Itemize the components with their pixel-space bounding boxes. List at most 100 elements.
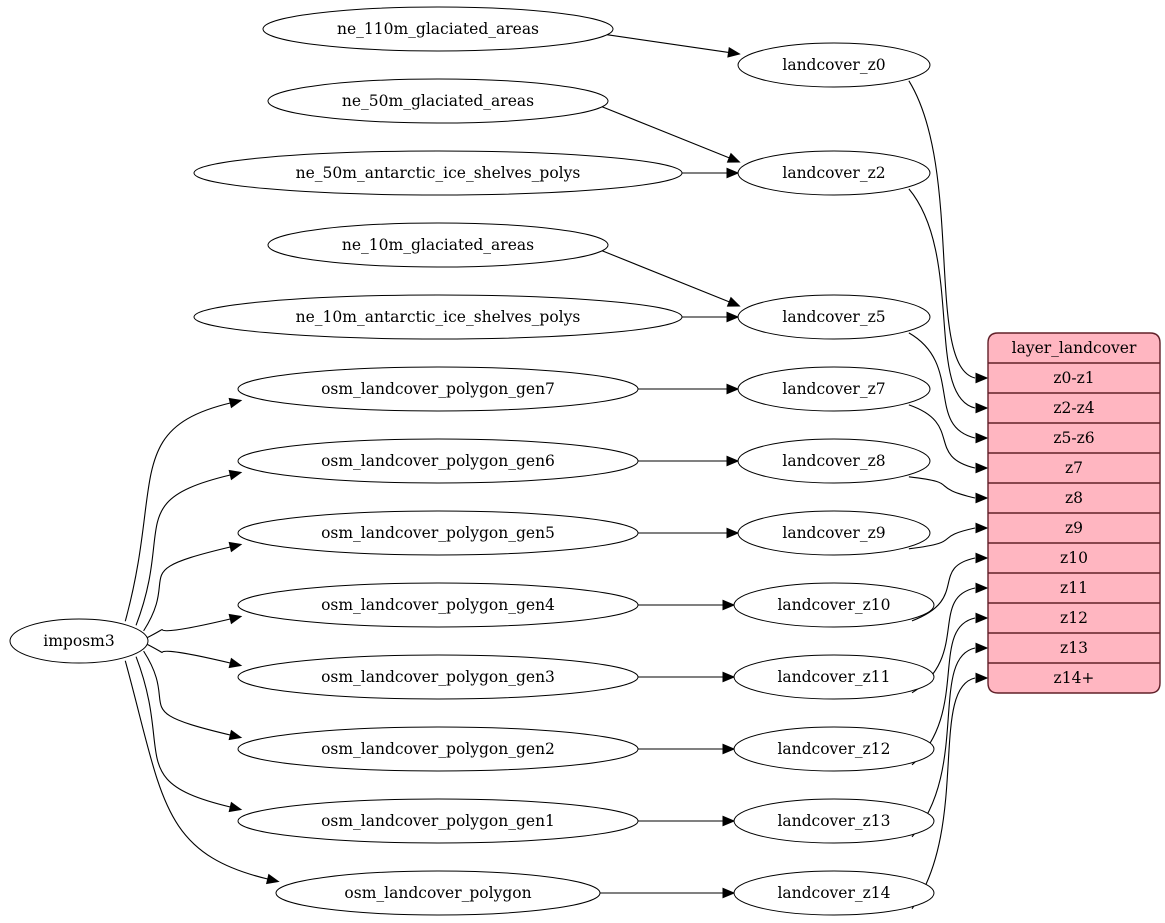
node-landcover_z7[interactable]: landcover_z7 [737, 366, 931, 412]
node-osm_landcover_polygon_gen3[interactable]: osm_landcover_polygon_gen3 [237, 654, 639, 700]
table-row-label: z11 [1060, 579, 1088, 597]
table-row-label: z5-z6 [1053, 429, 1094, 447]
node-landcover_z13[interactable]: landcover_z13 [733, 798, 935, 844]
arrowhead-icon [228, 397, 243, 409]
landcover-node-ellipse [733, 798, 935, 844]
edge-imposm3-to-osm_landcover_polygon_gen4 [147, 613, 243, 638]
edge-imposm3-to-osm_landcover_polygon_gen6 [135, 469, 243, 626]
arrowhead-icon [975, 582, 989, 594]
node-osm_landcover_polygon_gen5[interactable]: osm_landcover_polygon_gen5 [237, 510, 639, 556]
node-landcover_z10[interactable]: landcover_z10 [733, 582, 935, 628]
edge-line [908, 404, 976, 469]
node-label: landcover_z5 [782, 308, 885, 326]
edge-landcover_z13-to-z13 [911, 642, 989, 838]
arrowhead-icon [726, 167, 740, 179]
arrowhead-icon [726, 152, 741, 163]
table-row-z12[interactable]: z12 [988, 602, 1160, 627]
edge-line [911, 647, 976, 838]
node-landcover_z11[interactable]: landcover_z11 [733, 654, 935, 700]
node-landcover_z9[interactable]: landcover_z9 [737, 510, 931, 556]
landcover-node-ellipse [733, 726, 935, 772]
osm-node-ellipse [275, 870, 601, 916]
landcover-node-ellipse [737, 438, 931, 484]
node-ne_10m_antarctic_ice_shelves_polys[interactable]: ne_10m_antarctic_ice_shelves_polys [193, 294, 683, 340]
node-osm_landcover_polygon_gen7[interactable]: osm_landcover_polygon_gen7 [237, 366, 639, 412]
edge-ne_50m_glaciated_areas-to-landcover_z2 [601, 106, 741, 163]
table-header-label: layer_landcover [1012, 339, 1137, 357]
node-imposm3[interactable]: imposm3 [9, 618, 149, 664]
source-node-ellipse [9, 618, 149, 664]
node-landcover_z5[interactable]: landcover_z5 [737, 294, 931, 340]
node-landcover_z12[interactable]: landcover_z12 [733, 726, 935, 772]
arrowhead-icon [228, 469, 243, 481]
node-landcover_z14[interactable]: landcover_z14 [733, 870, 935, 916]
table-row-z0-z1[interactable]: z0-z1 [988, 362, 1160, 387]
node-label: landcover_z11 [777, 668, 890, 686]
node-label: landcover_z14 [777, 884, 890, 902]
edge-osm_landcover_polygon_gen7-to-landcover_z7 [638, 383, 740, 395]
node-ne_50m_antarctic_ice_shelves_polys[interactable]: ne_50m_antarctic_ice_shelves_polys [193, 150, 683, 196]
node-label: imposm3 [43, 632, 114, 650]
arrowhead-icon [975, 642, 989, 654]
table-row-z14+[interactable]: z14+ [988, 662, 1160, 687]
edge-landcover_z0-to-z0-z1 [908, 80, 989, 384]
edge-imposm3-to-osm_landcover_polygon_gen3 [147, 644, 243, 669]
table-row-z13[interactable]: z13 [988, 632, 1160, 657]
arrowhead-icon [975, 432, 989, 444]
edge-imposm3-to-osm_landcover_polygon_gen5 [143, 541, 243, 632]
table-row-z8[interactable]: z8 [988, 482, 1160, 507]
table-row-z2-z4[interactable]: z2-z4 [988, 392, 1160, 417]
table-row-z7[interactable]: z7 [988, 452, 1160, 477]
table-row-label: z14+ [1054, 669, 1095, 687]
edge-osm_landcover_polygon_gen2-to-landcover_z12 [638, 743, 736, 755]
edge-line [908, 476, 976, 499]
node-label: ne_10m_glaciated_areas [342, 236, 534, 254]
osm-node-ellipse [237, 510, 639, 556]
edge-landcover_z5-to-z5-z6 [908, 332, 989, 444]
node-label: ne_50m_antarctic_ice_shelves_polys [296, 164, 581, 182]
node-ne_10m_glaciated_areas[interactable]: ne_10m_glaciated_areas [267, 222, 609, 268]
node-landcover_z8[interactable]: landcover_z8 [737, 438, 931, 484]
node-landcover_z0[interactable]: landcover_z0 [737, 42, 931, 88]
arrowhead-icon [726, 311, 740, 323]
table-row-z9[interactable]: z9 [988, 512, 1160, 537]
edge-osm_landcover_polygon_gen4-to-landcover_z10 [638, 599, 736, 611]
ne-node-ellipse [193, 150, 683, 196]
node-label: osm_landcover_polygon_gen5 [321, 524, 555, 542]
table-row-z11[interactable]: z11 [988, 572, 1160, 597]
edge-osm_landcover_polygon_gen1-to-landcover_z13 [638, 815, 736, 827]
table-row-label: z10 [1060, 549, 1088, 567]
landcover-node-ellipse [733, 582, 935, 628]
ne-node-ellipse [193, 294, 683, 340]
arrowhead-icon [228, 541, 243, 553]
node-landcover_z2[interactable]: landcover_z2 [737, 150, 931, 196]
node-label: landcover_z10 [777, 596, 890, 614]
node-osm_landcover_polygon_gen2[interactable]: osm_landcover_polygon_gen2 [237, 726, 639, 772]
arrowhead-icon [726, 296, 741, 307]
node-label: landcover_z0 [782, 56, 885, 74]
landcover-node-ellipse [737, 294, 931, 340]
landcover-node-ellipse [733, 870, 935, 916]
node-ne_110m_glaciated_areas[interactable]: ne_110m_glaciated_areas [262, 6, 614, 52]
edge-ne_110m_glaciated_areas-to-landcover_z0 [606, 34, 741, 58]
node-ne_50m_glaciated_areas[interactable]: ne_50m_glaciated_areas [267, 78, 609, 124]
node-osm_landcover_polygon_gen4[interactable]: osm_landcover_polygon_gen4 [237, 582, 639, 628]
osm-node-ellipse [237, 726, 639, 772]
arrowhead-icon [228, 729, 243, 741]
ne-node-ellipse [267, 222, 609, 268]
edge-landcover_z7-to-z7 [908, 404, 989, 474]
arrowhead-icon [975, 372, 989, 384]
table-row-label: z9 [1065, 519, 1083, 537]
edge-line [601, 106, 730, 159]
edge-imposm3-to-osm_landcover_polygon_gen7 [124, 397, 243, 622]
node-osm_landcover_polygon[interactable]: osm_landcover_polygon [275, 870, 601, 916]
table-row-z5-z6[interactable]: z5-z6 [988, 422, 1160, 447]
table-row-z10[interactable]: z10 [988, 542, 1160, 567]
node-osm_landcover_polygon_gen1[interactable]: osm_landcover_polygon_gen1 [237, 798, 639, 844]
ne-node-ellipse [262, 6, 614, 52]
edge-imposm3-to-osm_landcover_polygon_gen1 [135, 656, 243, 813]
node-osm_landcover_polygon_gen6[interactable]: osm_landcover_polygon_gen6 [237, 438, 639, 484]
node-label: ne_110m_glaciated_areas [337, 20, 539, 38]
edge-landcover_z14-to-z14+ [911, 672, 989, 910]
